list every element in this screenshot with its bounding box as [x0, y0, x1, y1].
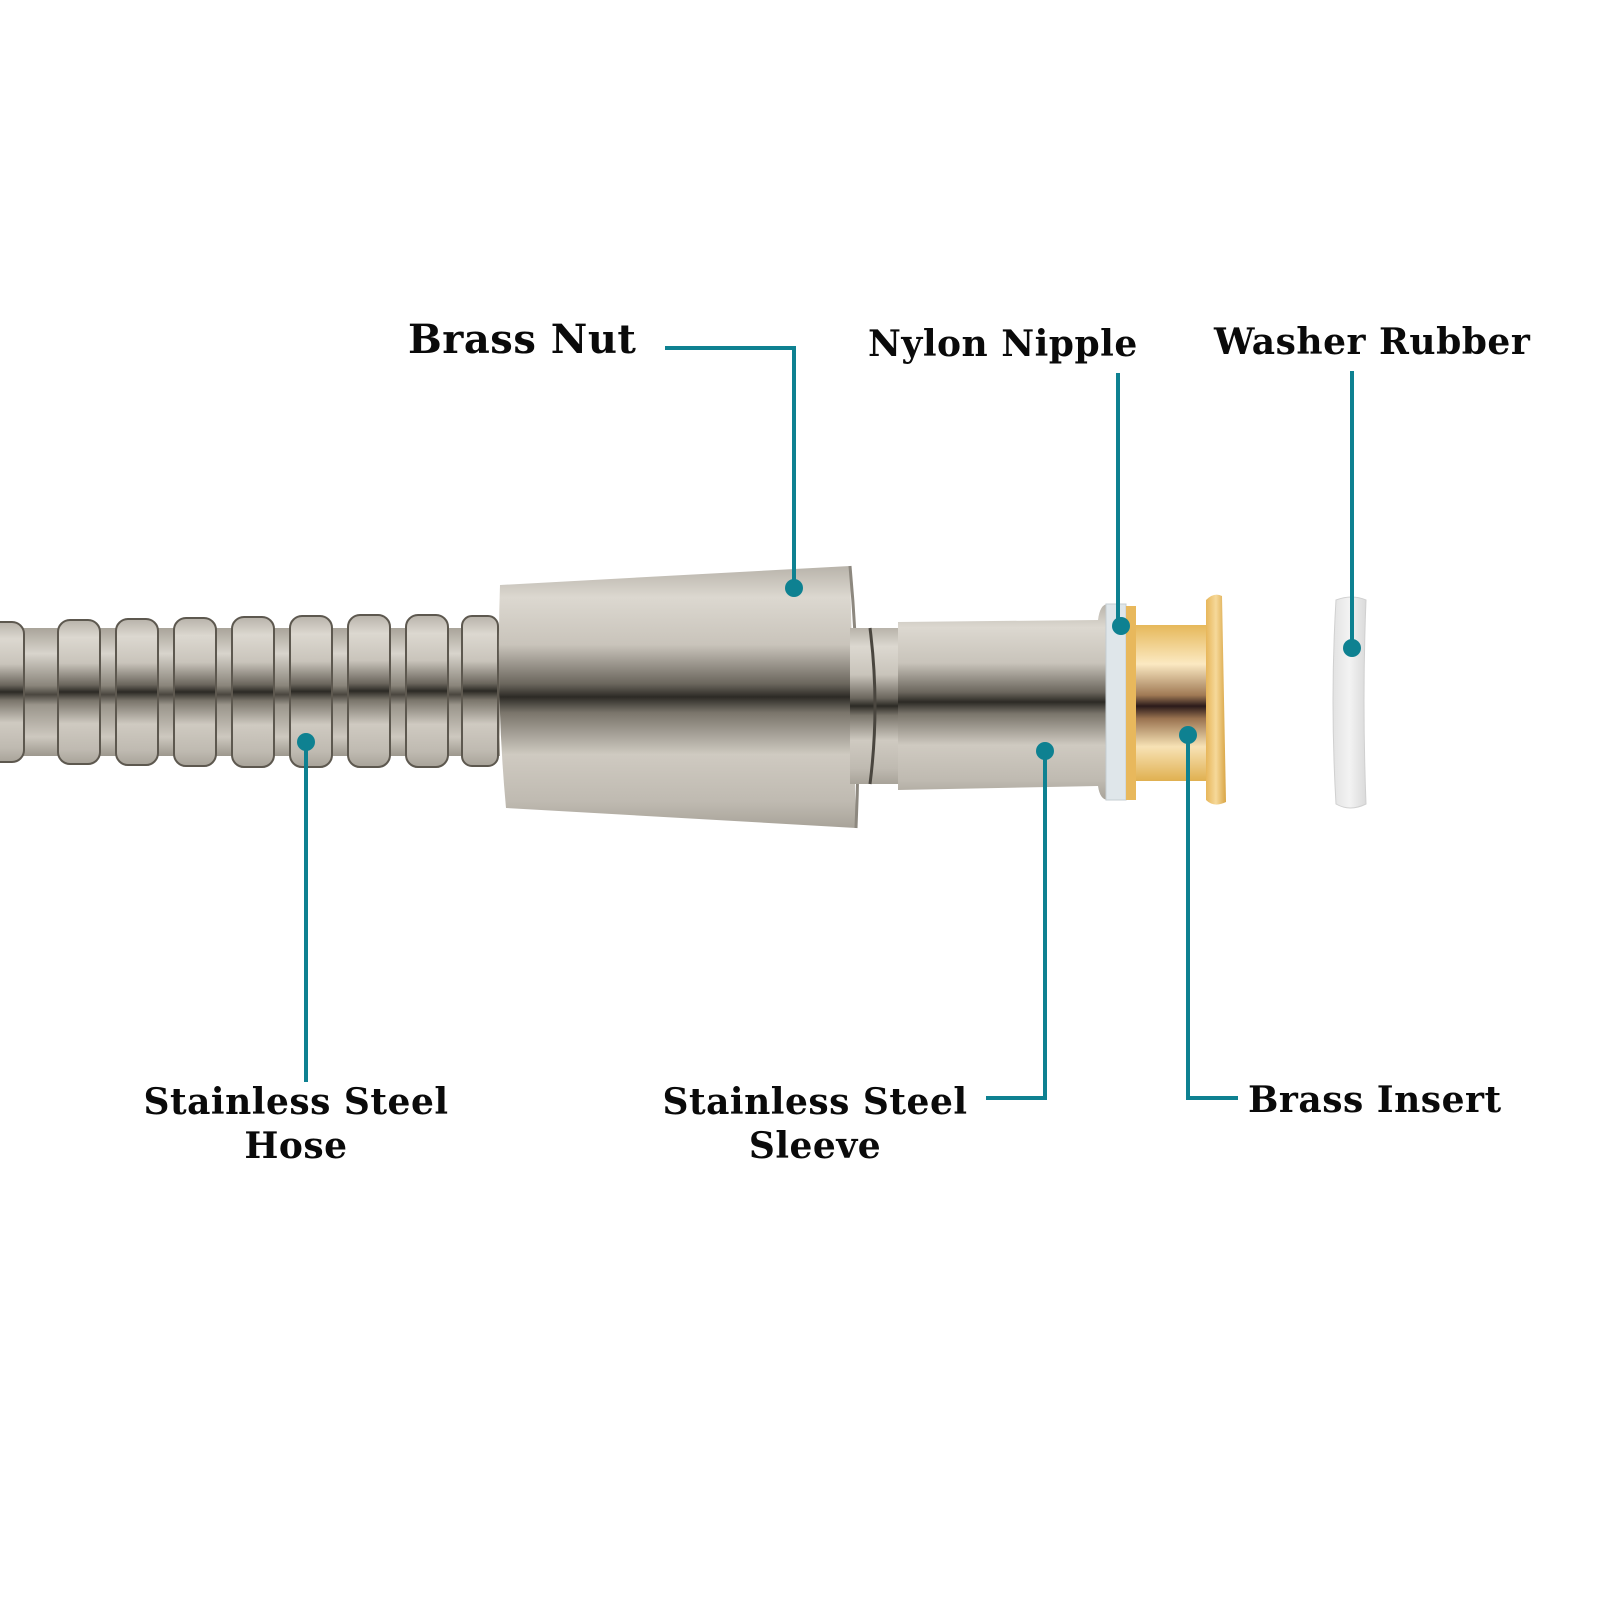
stainless-steel-sleeve-label-line2: Sleeve — [748, 1125, 882, 1167]
washer-rubber-label: Washer Rubber — [1214, 321, 1531, 363]
stainless-steel-hose-label-line2: Hose — [244, 1125, 348, 1167]
stainless-steel-sleeve-label: Stainless Steel Sleeve — [660, 1080, 970, 1168]
washer-rubber-graphic — [1332, 596, 1367, 809]
stainless-steel-hose-graphic — [0, 614, 500, 768]
stainless-steel-hose-label: Stainless Steel Hose — [140, 1080, 452, 1168]
brass-insert-label: Brass Insert — [1248, 1079, 1502, 1121]
nylon-nipple-label: Nylon Nipple — [868, 323, 1138, 365]
sleeve-neck-graphic — [850, 627, 898, 785]
stainless-steel-sleeve-graphic — [898, 604, 1108, 800]
callout-dots — [297, 579, 1361, 760]
stainless-steel-hose-label-line1: Stainless Steel — [143, 1081, 449, 1123]
brass-insert-graphic — [1126, 594, 1226, 805]
stainless-steel-sleeve-label-line1: Stainless Steel — [662, 1081, 968, 1123]
callout-lines — [304, 346, 1354, 1100]
brass-nut-label: Brass Nut — [408, 316, 637, 363]
brass-nut-graphic — [498, 565, 860, 829]
